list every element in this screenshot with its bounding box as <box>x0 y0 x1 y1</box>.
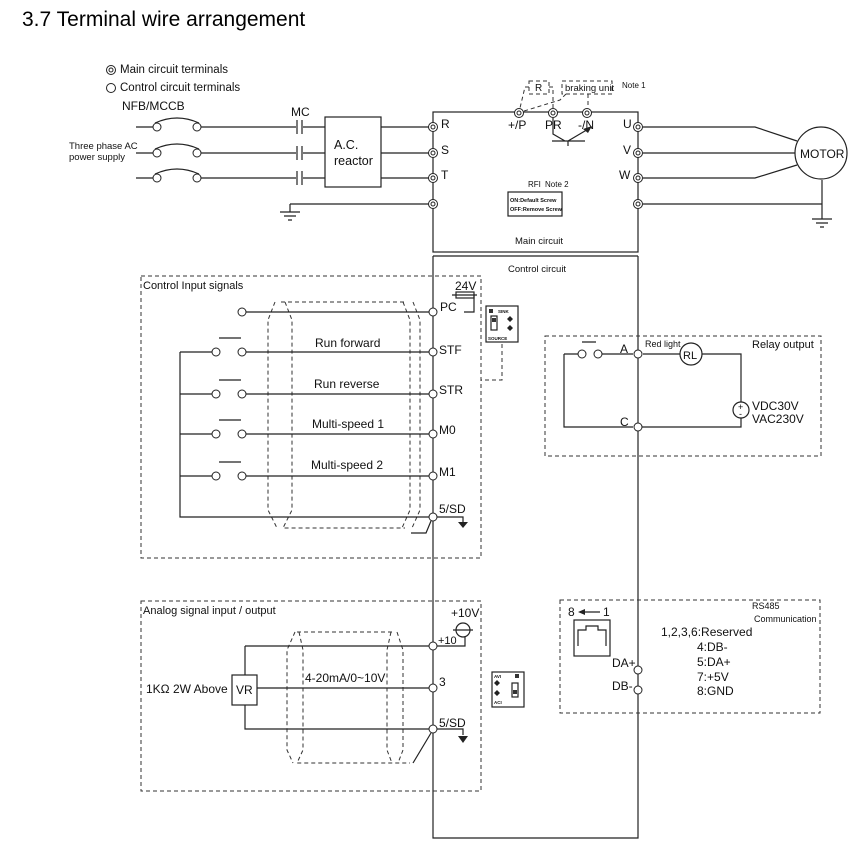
legend: Main circuit terminals Control circuit t… <box>106 64 240 94</box>
pin-desc-1: 1,2,3,6:Reserved <box>661 625 752 639</box>
legend-control-label: Control circuit terminals <box>120 82 240 94</box>
terminal-10: +10 <box>438 635 457 647</box>
motor-label: MOTOR <box>800 147 845 161</box>
terminal-3: 3 <box>439 675 446 689</box>
terminal-stf: STF <box>439 343 462 357</box>
switch-source-label: SOURCE <box>488 336 507 341</box>
pin-desc-3: 5:DA+ <box>697 655 731 669</box>
pin-desc-2: 4:DB- <box>697 640 728 654</box>
power-source-icon <box>732 401 750 419</box>
main-output-terminals <box>633 122 643 209</box>
relay-output-section: Relay output A C Red light RL + - VDC30V… <box>544 335 822 457</box>
signal-run-forward: Run forward <box>315 336 380 350</box>
motor-circle <box>794 126 848 180</box>
terminal-a: A <box>620 342 628 356</box>
control-input-title: Control Input signals <box>143 280 244 292</box>
terminal-str: STR <box>439 383 463 397</box>
breaker-label: NFB/MCCB <box>122 99 185 113</box>
terminal-c: C <box>620 415 629 429</box>
transistor-arrow-icon <box>583 126 592 133</box>
pot-symbol: VR <box>236 683 253 697</box>
note1-label: Note 1 <box>622 81 646 90</box>
rfi-on-label: ON:Default Screw <box>510 198 557 204</box>
pin-desc-4: 7:+5V <box>697 670 729 684</box>
terminal-5sd: 5/SD <box>439 502 466 516</box>
terminal-r: R <box>441 117 450 131</box>
pin-desc-5: 8:GND <box>697 684 734 698</box>
legend-main-label: Main circuit terminals <box>120 64 228 76</box>
main-circuit: R S T U V W +/P PR -/N R braking unit No… <box>428 80 646 253</box>
signal-run-reverse: Run reverse <box>314 377 380 391</box>
rfi-screw-box <box>507 191 563 217</box>
rs485-title-2: Communication <box>754 614 817 624</box>
pin-order-start: 8 <box>568 605 575 619</box>
braking-unit-box <box>561 80 613 95</box>
supply-label-2: power supply <box>69 152 125 163</box>
potentiometer <box>231 674 258 706</box>
motor: MOTOR <box>643 126 848 228</box>
supply-24v: 24V <box>455 279 476 293</box>
red-light-symbol: RL <box>683 350 697 362</box>
terminal-u: U <box>623 117 632 131</box>
red-light-label: Red light <box>645 339 681 349</box>
rfi-label: RFI <box>528 180 541 189</box>
main-terminal-icon-inner <box>108 67 114 73</box>
terminal-s: S <box>441 143 449 157</box>
voltage-ac: VAC230V <box>752 412 804 426</box>
control-terminal-icon <box>106 83 116 93</box>
phase-lines <box>136 117 432 221</box>
switch-avi-label: AVI <box>494 674 501 679</box>
braking-unit-label: braking unit <box>565 83 614 94</box>
reactor-label-1: A.C. <box>334 138 358 152</box>
main-input-terminals <box>428 122 438 209</box>
ground-icon <box>458 736 468 743</box>
relay-title: Relay output <box>752 339 814 351</box>
switch-aci-label: ACI <box>494 700 502 705</box>
control-circuit: Control circuit <box>432 255 639 839</box>
ac-reactor <box>324 116 382 188</box>
svg-text:+: + <box>738 402 743 412</box>
supply-10v: +10V <box>451 606 479 620</box>
svg-text:-: - <box>739 409 742 419</box>
note2-label: Note 2 <box>545 180 569 189</box>
terminal-p: +/P <box>508 118 526 132</box>
control-circuit-label: Control circuit <box>508 264 566 275</box>
rfi-off-label: OFF:Remove Screw <box>510 207 563 213</box>
terminal-v: V <box>623 143 631 157</box>
analog-title: Analog signal input / output <box>143 605 276 617</box>
analog-section: Analog signal input / output +10V VR 1KΩ… <box>140 600 525 792</box>
page-title: 3.7 Terminal wire arrangement <box>22 8 306 31</box>
brake-resistor-label: R <box>535 83 542 94</box>
terminal-db: DB- <box>612 679 633 693</box>
ground-icon <box>458 522 468 528</box>
signal-multi-speed-2: Multi-speed 2 <box>311 458 383 472</box>
contactor-label: MC <box>291 105 310 119</box>
pin-order-end: 1 <box>603 605 610 619</box>
terminal-da: DA+ <box>612 656 636 670</box>
control-input-section: Control Input signals 24V PC Run forward… <box>140 275 519 559</box>
pot-label: 1KΩ 2W Above <box>146 682 228 696</box>
brake-transistor-icon <box>552 118 591 146</box>
supply-label-1: Three phase AC <box>69 141 138 152</box>
red-light-icon <box>679 342 703 366</box>
rs485-title-1: RS485 <box>752 601 780 611</box>
terminal-pc: PC <box>440 300 457 314</box>
switch-sink-label: SINK <box>498 309 510 314</box>
terminal-m1: M1 <box>439 465 456 479</box>
rs485-section: RS485 Communication 8 1 DA+ DB- 1,2,3,6:… <box>559 599 821 714</box>
terminal-m0: M0 <box>439 423 456 437</box>
signal-range: 4-20mA/0~10V <box>305 671 385 685</box>
power-input: NFB/MCCB MC Three phase AC power supply … <box>69 99 432 221</box>
terminal-w: W <box>619 168 631 182</box>
terminal-t: T <box>441 168 449 182</box>
terminal-5sd-analog: 5/SD <box>439 716 466 730</box>
reactor-label-2: reactor <box>334 154 373 168</box>
main-circuit-label: Main circuit <box>515 236 563 247</box>
signal-multi-speed-1: Multi-speed 1 <box>312 417 384 431</box>
voltage-dc: VDC30V <box>752 399 799 413</box>
